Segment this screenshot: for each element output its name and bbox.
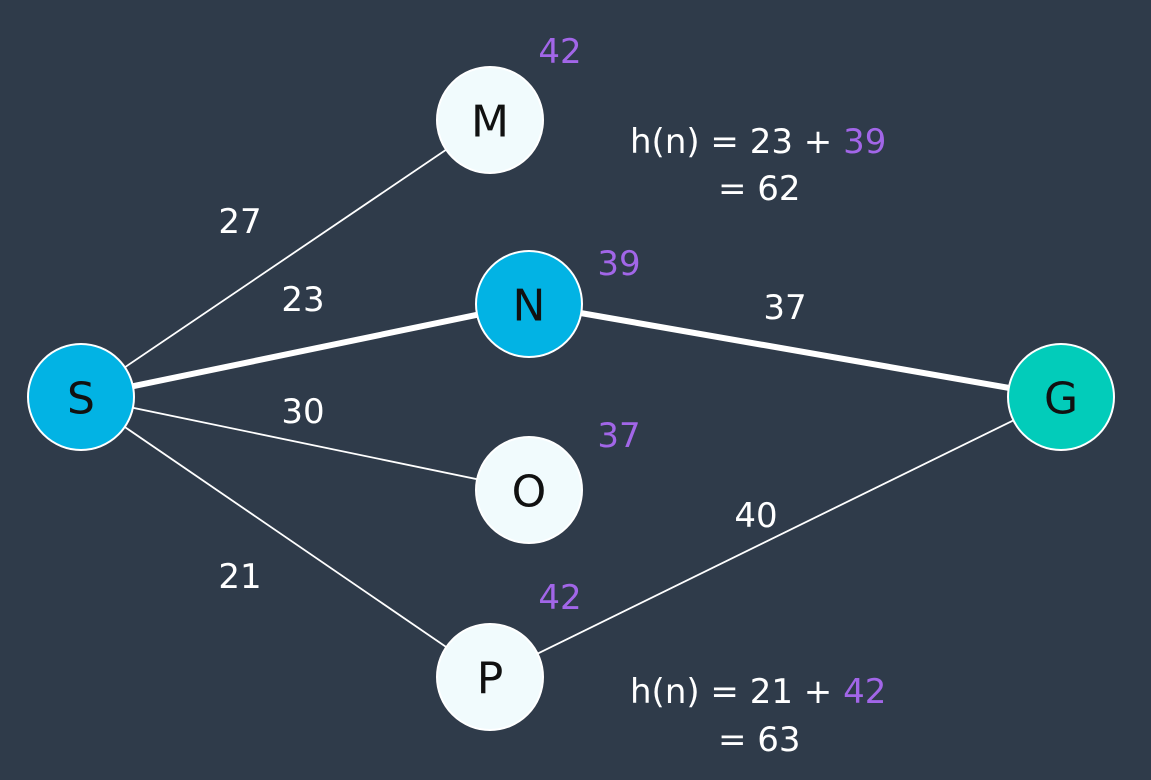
heuristic-p: 42 [538, 578, 581, 618]
formula-bottom-prefix: h(n) = 21 + [630, 672, 843, 712]
edge-s-p [80, 396, 491, 678]
node-g-label: G [1044, 374, 1078, 425]
edge-s-m [80, 119, 491, 398]
heuristic-o: 37 [597, 416, 640, 456]
node-o: O [475, 436, 583, 544]
node-m-label: M [471, 97, 509, 148]
edge-weight-s-n: 23 [281, 280, 324, 320]
edge-weight-s-m: 27 [218, 202, 261, 242]
formula-top-line1: h(n) = 23 + 39 [630, 122, 886, 162]
heuristic-n: 39 [597, 244, 640, 284]
formula-top-heuristic: 39 [843, 122, 886, 162]
node-o-label: O [512, 467, 547, 518]
edge-weight-p-g: 40 [734, 496, 777, 536]
node-p-label: P [477, 654, 504, 705]
node-s: S [27, 343, 135, 451]
edge-s-n [80, 301, 530, 400]
formula-bottom-line1: h(n) = 21 + 42 [630, 672, 886, 712]
formula-top-result: = 62 [718, 169, 801, 209]
node-o-circle [475, 436, 583, 544]
node-p: P [436, 623, 544, 731]
formula-bottom-heuristic: 42 [843, 672, 886, 712]
edge-weight-n-g: 37 [763, 288, 806, 328]
formula-bottom-result: = 63 [718, 720, 801, 760]
edge-p-g [489, 396, 1062, 678]
node-g-circle [1007, 343, 1115, 451]
node-n: N [475, 250, 583, 358]
node-m: M [436, 66, 544, 174]
edge-weight-s-p: 21 [218, 557, 261, 597]
node-m-circle [436, 66, 544, 174]
heuristic-m: 42 [538, 32, 581, 72]
edges-layer [80, 119, 1062, 678]
heuristics-layer: 42 39 37 42 [538, 32, 640, 618]
node-s-circle [27, 343, 135, 451]
formula-top-prefix: h(n) = 23 + [630, 122, 843, 162]
node-g: G [1007, 343, 1115, 451]
node-p-circle [436, 623, 544, 731]
edge-n-g [528, 301, 1062, 400]
nodes-layer: S M N O P G [27, 66, 1115, 731]
edge-weight-s-o: 30 [281, 392, 324, 432]
node-n-label: N [513, 281, 546, 332]
edge-labels-layer: 27 23 30 21 37 40 [218, 202, 806, 597]
edge-s-o [80, 396, 530, 491]
node-n-circle [475, 250, 583, 358]
node-s-label: S [67, 374, 95, 425]
